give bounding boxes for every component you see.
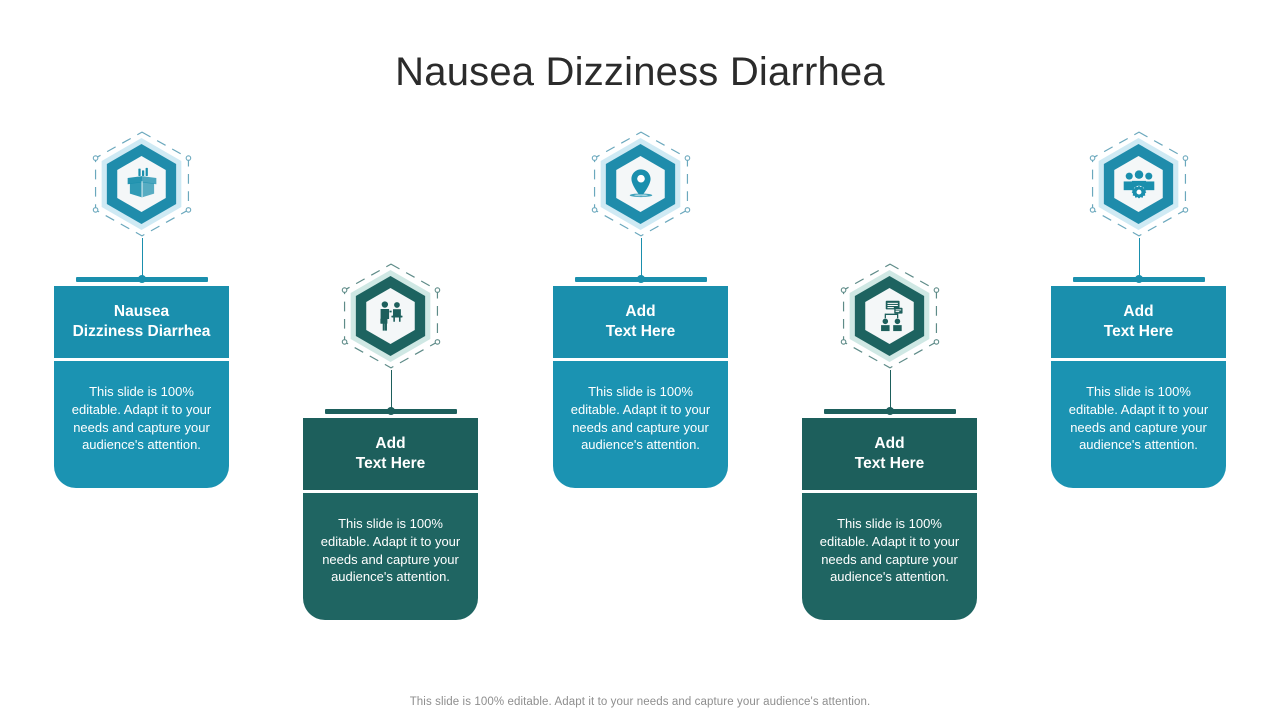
connector-line-1 (141, 238, 143, 278)
card-divider (802, 489, 977, 493)
connector-dot (636, 275, 645, 283)
hexagon-badge-5[interactable] (1083, 128, 1195, 240)
hexagon-badge-2[interactable] (335, 260, 447, 372)
card-heading-line: Dizziness Diarrhea (72, 322, 211, 340)
location-pin-icon (623, 166, 659, 202)
card-heading-line: Add (1123, 303, 1154, 320)
connector-dot (1134, 275, 1143, 283)
card-top-bar-3 (574, 275, 707, 283)
hexagon-dashed-outline (1085, 130, 1193, 238)
hexagon-dashed-outline (587, 130, 695, 238)
card-top-bar-5 (1072, 275, 1205, 283)
hexagon-dashed-outline (836, 262, 944, 370)
card-body-text-2: This slide is 100% editable. Adapt it to… (303, 492, 478, 621)
open-box-icon (124, 166, 160, 202)
hexagon-badge-4[interactable] (834, 260, 946, 372)
card-divider (303, 489, 478, 493)
connector-dot (386, 407, 395, 415)
card-heading-line: Add (375, 435, 406, 452)
card-divider (1051, 357, 1226, 361)
hexagon-dashed-outline (337, 262, 445, 370)
hexagon-badge-3[interactable] (585, 128, 697, 240)
card-body-text-3: This slide is 100% editable. Adapt it to… (553, 360, 728, 489)
connector-line-2 (390, 370, 392, 410)
card-divider (54, 357, 229, 361)
card-heading-line: Text Here (605, 322, 676, 340)
card-body-text-5: This slide is 100% editable. Adapt it to… (1051, 360, 1226, 489)
page-title: Nausea Dizziness Diarrhea (395, 49, 885, 94)
hexagon-inner-face (363, 288, 419, 344)
slide-footer-note: This slide is 100% editable. Adapt it to… (409, 696, 871, 708)
connector-line-4 (889, 370, 891, 410)
hexagon-badge-1[interactable] (86, 128, 198, 240)
team-settings-icon (1121, 166, 1157, 202)
connector-dot (885, 407, 894, 415)
connector-dot (137, 275, 146, 283)
card-heading-line: Add (625, 303, 656, 320)
connector-line-3 (640, 238, 642, 278)
org-chart-icon (872, 298, 908, 334)
card-body-text-1: This slide is 100% editable. Adapt it to… (54, 360, 229, 489)
hexagon-inner-face (862, 288, 918, 344)
hexagon-dashed-outline (88, 130, 196, 238)
card-heading-line: Text Here (1103, 322, 1174, 340)
connector-line-5 (1138, 238, 1140, 278)
card-body-text-4: This slide is 100% editable. Adapt it to… (802, 492, 977, 621)
card-top-bar-2 (324, 407, 457, 415)
card-heading-line: Text Here (355, 454, 426, 472)
card-top-bar-4 (823, 407, 956, 415)
card-heading-line: Add (874, 435, 905, 452)
card-heading-line: Text Here (854, 454, 925, 472)
card-top-bar-1 (75, 275, 208, 283)
business-people-icon (373, 298, 409, 334)
card-divider (553, 357, 728, 361)
card-heading-line: Nausea (113, 303, 170, 320)
